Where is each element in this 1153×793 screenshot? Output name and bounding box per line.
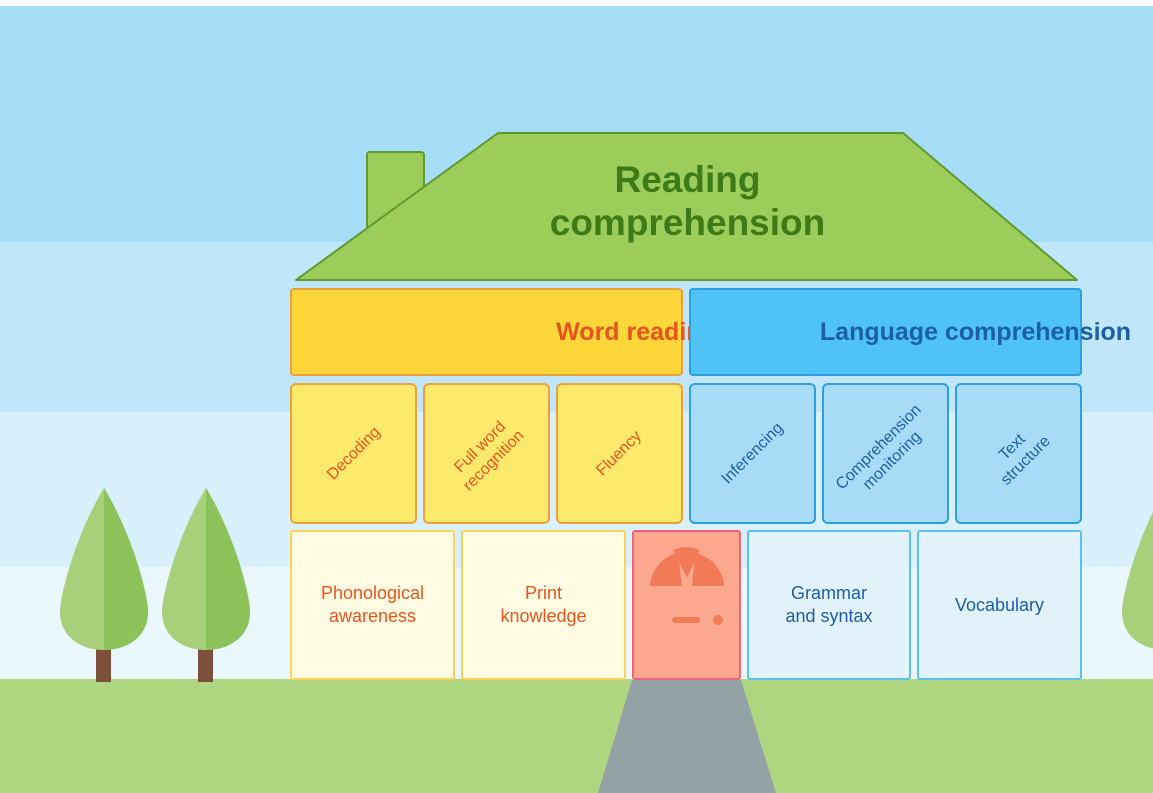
skill-label: Inferencing	[718, 419, 787, 488]
roof	[295, 132, 1078, 281]
foundation-label: Grammar and syntax	[785, 583, 873, 626]
skill-label: Fluency	[593, 427, 646, 480]
foundation-label: Vocabulary	[954, 594, 1045, 615]
foundation-label: Phonological awareness	[320, 583, 425, 626]
foundation-vocabulary: Vocabulary	[917, 530, 1082, 680]
tree-icon	[1122, 511, 1153, 649]
tree-icon	[60, 488, 148, 682]
skill-comprehension-monitoring: Comprehension monitoring	[822, 383, 949, 524]
skill-label: Text structure	[995, 430, 1054, 489]
foundation-phonological-awareness: Phonological awareness	[290, 530, 455, 680]
roof-shape	[295, 132, 1078, 281]
skill-label: Comprehension monitoring	[832, 400, 925, 493]
language-comprehension-header: Language comprehension	[689, 288, 1131, 376]
skill-fluency: Fluency	[556, 383, 683, 524]
skill-label: Decoding	[323, 423, 384, 484]
language-comprehension-title: Language comprehension	[819, 318, 1132, 346]
house-door	[632, 530, 741, 680]
word-reading-header: Word reading	[290, 288, 717, 376]
grass-ground	[0, 679, 1153, 793]
skill-text-structure: Text structure	[955, 383, 1082, 524]
skill-label: Full word recognition	[450, 417, 527, 494]
foundation-label: Print knowledge	[500, 583, 587, 626]
skill-full-word-recognition: Full word recognition	[423, 383, 550, 524]
tree-icon	[162, 488, 250, 682]
roof-title: Reading comprehension	[549, 159, 826, 243]
skill-decoding: Decoding	[290, 383, 417, 524]
door-window-icon	[650, 547, 724, 625]
foundation-grammar-and-syntax: Grammar and syntax	[747, 530, 911, 680]
foundation-print-knowledge: Print knowledge	[461, 530, 626, 680]
skill-inferencing: Inferencing	[689, 383, 816, 524]
